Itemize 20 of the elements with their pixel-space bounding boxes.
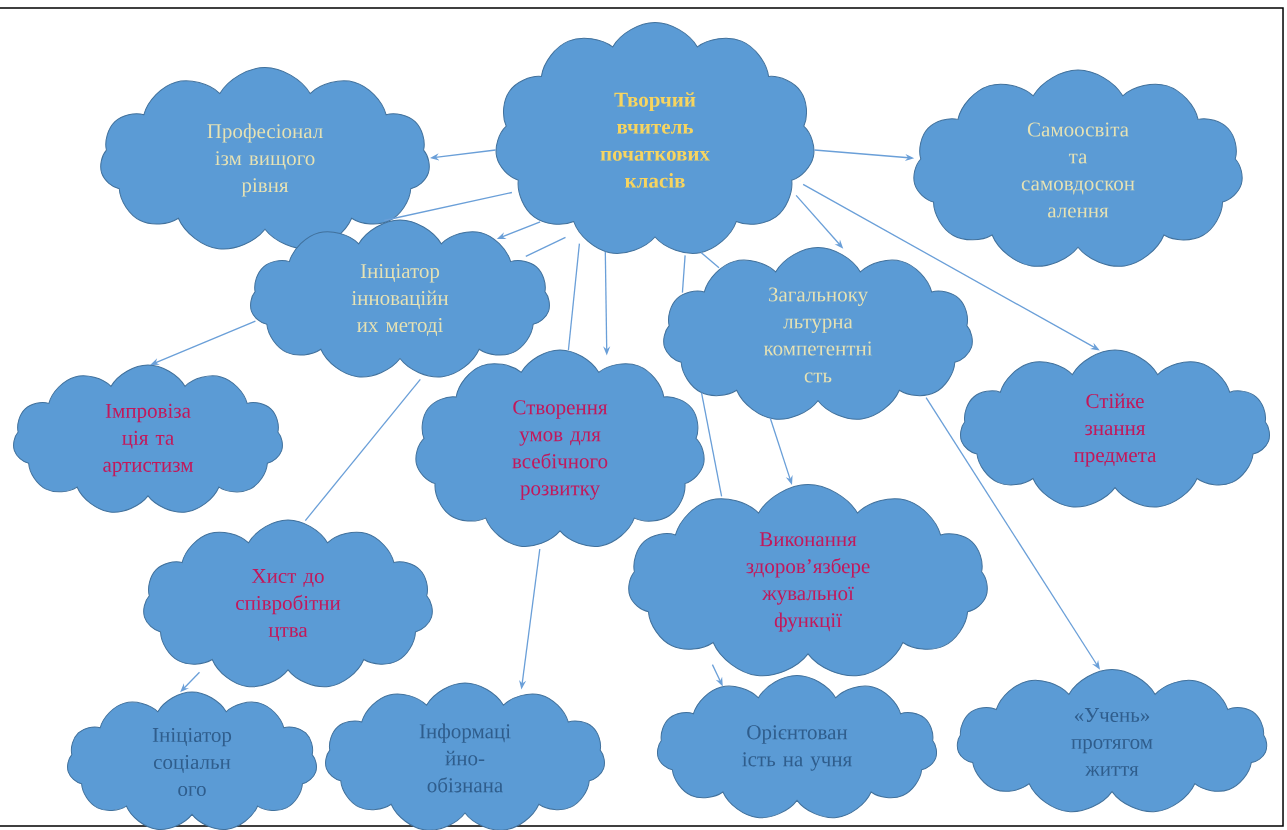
cloud: Ініціатор інноваційн их методі: [250, 219, 550, 378]
cloud: Хист до співробітни цтва: [143, 519, 433, 688]
cloud: Імпровіза ція та артистизм: [13, 364, 283, 513]
connector-line: [700, 392, 723, 498]
cloud: Створення умов для всебічного розвитку: [415, 349, 705, 547]
cloud: Інформаці йно- обізнана: [325, 682, 605, 830]
cloud: Творчий вчитель початкових класів: [495, 22, 815, 254]
cloud: Орієнтован ість на учня: [657, 675, 938, 819]
connector-line: [525, 236, 567, 258]
cloud: Стійке знання предмета: [960, 349, 1270, 508]
connector-line: [304, 378, 421, 522]
cloud: Самоосвіта та самовдоскон алення: [913, 69, 1243, 267]
connector-line: [567, 242, 581, 351]
cloud: «Учень» протягом життя: [956, 669, 1268, 813]
cloud: Виконання здоров’язбере жувальної функції: [628, 484, 988, 677]
cloud: Загальноку льтурна компетентні сть: [663, 247, 973, 420]
connector-line: [700, 251, 720, 269]
cloud: Професіонал ізм вищого рівня: [100, 67, 430, 250]
connector-line: [681, 254, 686, 294]
cloud: Ініціатор соціальн ого: [67, 691, 317, 830]
